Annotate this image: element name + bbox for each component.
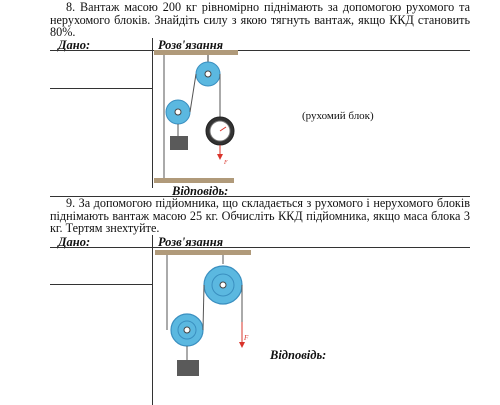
header-divider-9	[50, 247, 470, 248]
floor-beam	[154, 178, 234, 183]
load-block	[170, 136, 188, 150]
column-divider	[152, 38, 153, 188]
ceiling-beam-9	[155, 250, 251, 255]
movable-pulley-9	[170, 313, 204, 347]
dynamometer	[205, 116, 235, 146]
given-underline	[50, 88, 152, 89]
column-divider-9	[152, 235, 153, 405]
given-underline-9	[50, 284, 152, 285]
problem-8-text: 8. Вантаж масою 200 кг рівномірно піднім…	[50, 0, 470, 39]
given-label: Дано:	[58, 38, 91, 52]
movable-pulley	[165, 99, 191, 125]
header-divider	[50, 50, 470, 51]
ceiling-beam	[154, 50, 238, 55]
answer-label: Відповідь:	[172, 184, 229, 198]
given-label-9: Дано:	[58, 235, 91, 249]
solution-label-9: Розв'язання	[158, 235, 224, 249]
solution-label: Розв'язання	[158, 38, 224, 52]
pulley-system-figure-9: F	[155, 250, 251, 376]
force-label-9: F	[243, 334, 249, 342]
answer-label-9: Відповідь:	[270, 348, 327, 362]
problem-9-text: 9. За допомогою підйомника, що складаєть…	[50, 196, 470, 235]
load-block-9	[177, 360, 199, 376]
fixed-pulley-9	[203, 265, 243, 305]
section-divider	[50, 196, 470, 197]
pulley-system-figure-8: F	[154, 50, 238, 183]
fixed-pulley	[195, 61, 221, 87]
force-label: F	[223, 160, 228, 166]
movable-block-label: (рухомий блок)	[302, 110, 374, 122]
